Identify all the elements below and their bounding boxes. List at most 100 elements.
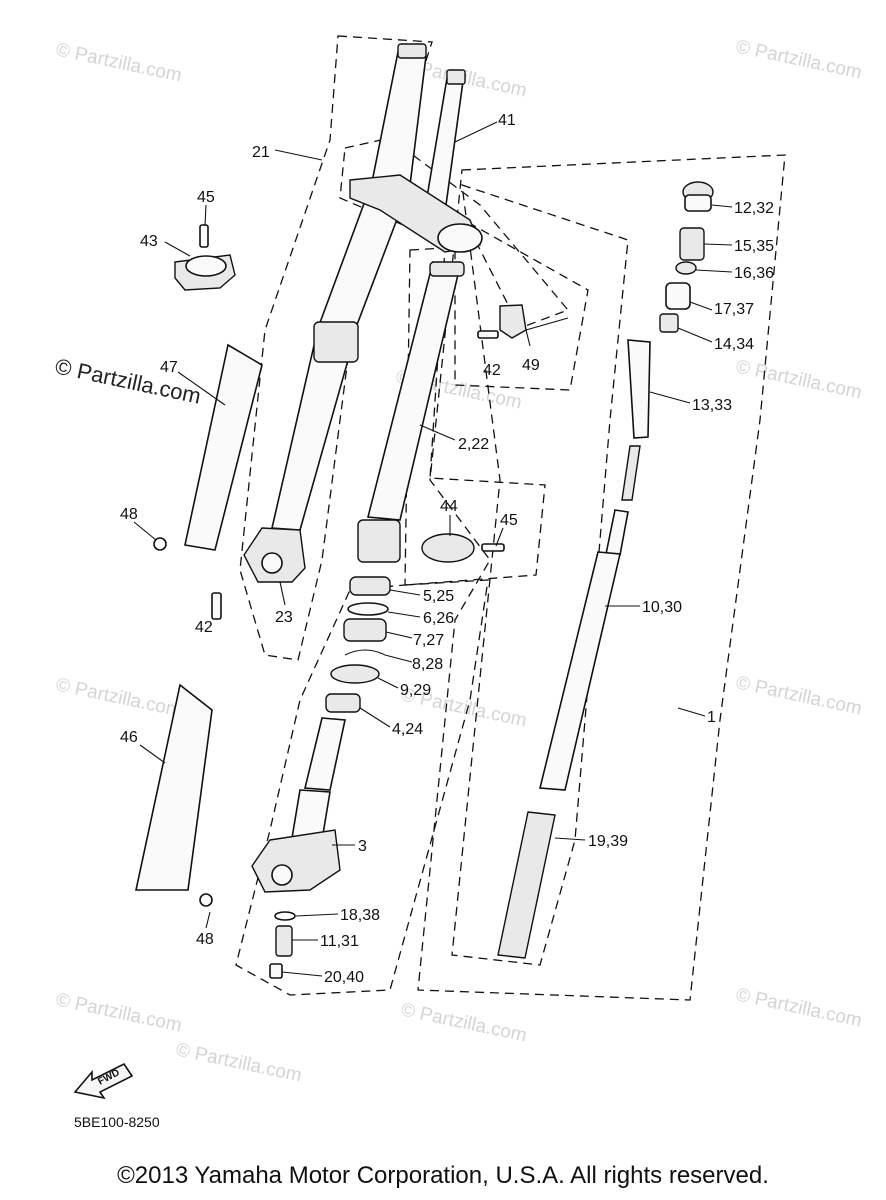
callout-4-24: 4,24: [392, 721, 423, 738]
cylinder-10: [605, 509, 629, 556]
bushing-4: [325, 693, 361, 713]
callout-18-38: 18,38: [340, 907, 380, 924]
bolt-45: [199, 224, 209, 248]
leader-15: [703, 243, 733, 246]
nut-14: [659, 313, 679, 333]
leader-21: [274, 149, 323, 161]
inner-tube-dust-ring: [357, 519, 401, 563]
diagram-code: 5BE100-8250: [74, 1114, 160, 1130]
inner-tube-ring: [429, 261, 465, 277]
leader-49: [525, 329, 531, 347]
leader-12: [711, 204, 733, 208]
leader-43: [164, 241, 191, 257]
cap-bolt-body: [684, 194, 712, 212]
watermark: © Partzilla.com: [734, 672, 864, 719]
outer-tube-21: [371, 51, 427, 186]
cylinder-10-body: [538, 551, 621, 791]
axle-holder-3: [251, 829, 341, 893]
threaded-rod: [621, 445, 641, 501]
steering-shaft-top: [446, 69, 466, 85]
group-outline-inner-1: [417, 154, 786, 1001]
washer-6: [347, 602, 389, 616]
callout-5-25: 5,25: [423, 588, 454, 605]
leader-8: [384, 654, 413, 663]
leader-lines: [133, 121, 733, 977]
callout-47: 47: [160, 359, 178, 376]
axle-holder-hole: [271, 864, 293, 886]
dust-seal-9: [330, 664, 380, 684]
bolt-20: [269, 963, 283, 979]
leader-14: [677, 327, 713, 343]
callout-45: 45: [500, 512, 518, 529]
spring-19: [497, 811, 556, 959]
leader-20: [281, 971, 323, 977]
leader-48b: [205, 911, 211, 929]
callout-19-39: 19,39: [588, 833, 628, 850]
callout-14-34: 14,34: [714, 336, 754, 353]
callout-45: 45: [197, 189, 215, 206]
lower-tube: [304, 717, 346, 791]
clamp-44: [421, 533, 475, 563]
group-outline-49: [454, 213, 589, 391]
callout-42: 42: [483, 362, 501, 379]
leader-47: [177, 371, 226, 406]
bracket-clamp: [437, 223, 483, 253]
callout-49: 49: [522, 357, 540, 374]
leader-49b: [525, 317, 569, 331]
bolt-42-small: [477, 330, 499, 339]
oil-seal-7: [343, 618, 387, 642]
leader-9: [377, 677, 399, 689]
callout-8-28: 8,28: [412, 656, 443, 673]
leader-7: [385, 631, 413, 639]
callout-7-27: 7,27: [413, 632, 444, 649]
steering-shaft-41: [425, 71, 465, 206]
bolt-45-clamp: [481, 543, 505, 552]
leader-13: [649, 391, 691, 404]
leader-46: [139, 744, 166, 764]
callout-46: 46: [120, 729, 138, 746]
clip-8: [344, 649, 386, 656]
callout-10-30: 10,30: [642, 599, 682, 616]
leader-48a: [133, 521, 157, 541]
leader-23: [279, 581, 286, 606]
fork-guard-47: [184, 343, 263, 551]
leader-6: [387, 611, 421, 618]
callout-48: 48: [196, 931, 214, 948]
callout-1: 1: [707, 709, 716, 726]
callout-21: 21: [252, 144, 270, 161]
watermark: © Partzilla.com: [54, 674, 184, 721]
leader-45b: [495, 527, 504, 547]
outer-tube-cap: [397, 43, 427, 59]
leader-17: [689, 301, 713, 311]
callout-15-35: 15,35: [734, 238, 774, 255]
bracket-49: [499, 304, 527, 339]
callout-9-29: 9,29: [400, 682, 431, 699]
bracket-43-ring: [185, 255, 227, 277]
callout-23: 23: [275, 609, 293, 626]
leader-16: [695, 269, 733, 273]
fwd-arrow-icon: FWD: [73, 1062, 134, 1100]
watermark: © Partzilla.com: [174, 1039, 304, 1086]
leader-5: [389, 589, 421, 596]
leader-4: [359, 707, 391, 728]
watermark: © Partzilla.com: [734, 984, 864, 1031]
bolt-42: [211, 592, 222, 620]
fork-guard-46: [135, 683, 213, 891]
watermark: © Partzilla.com: [54, 989, 184, 1036]
callout-17-37: 17,37: [714, 301, 754, 318]
bolt-48-lower: [199, 893, 213, 907]
callout-12-32: 12,32: [734, 200, 774, 217]
callout-2-22: 2,22: [458, 436, 489, 453]
spacer-17: [665, 282, 691, 310]
leader-19: [554, 837, 586, 841]
leader-2: [419, 424, 456, 441]
damper-rod-13: [627, 339, 651, 439]
watermark-dark: © Partzilla.com: [53, 353, 203, 408]
callout-41: 41: [498, 112, 516, 129]
watermark: © Partzilla.com: [399, 999, 529, 1046]
callout-43: 43: [140, 233, 158, 250]
watermark: © Partzilla.com: [734, 36, 864, 83]
callout-6-26: 6,26: [423, 610, 454, 627]
callout-16-36: 16,36: [734, 265, 774, 282]
washer-16: [675, 261, 697, 275]
